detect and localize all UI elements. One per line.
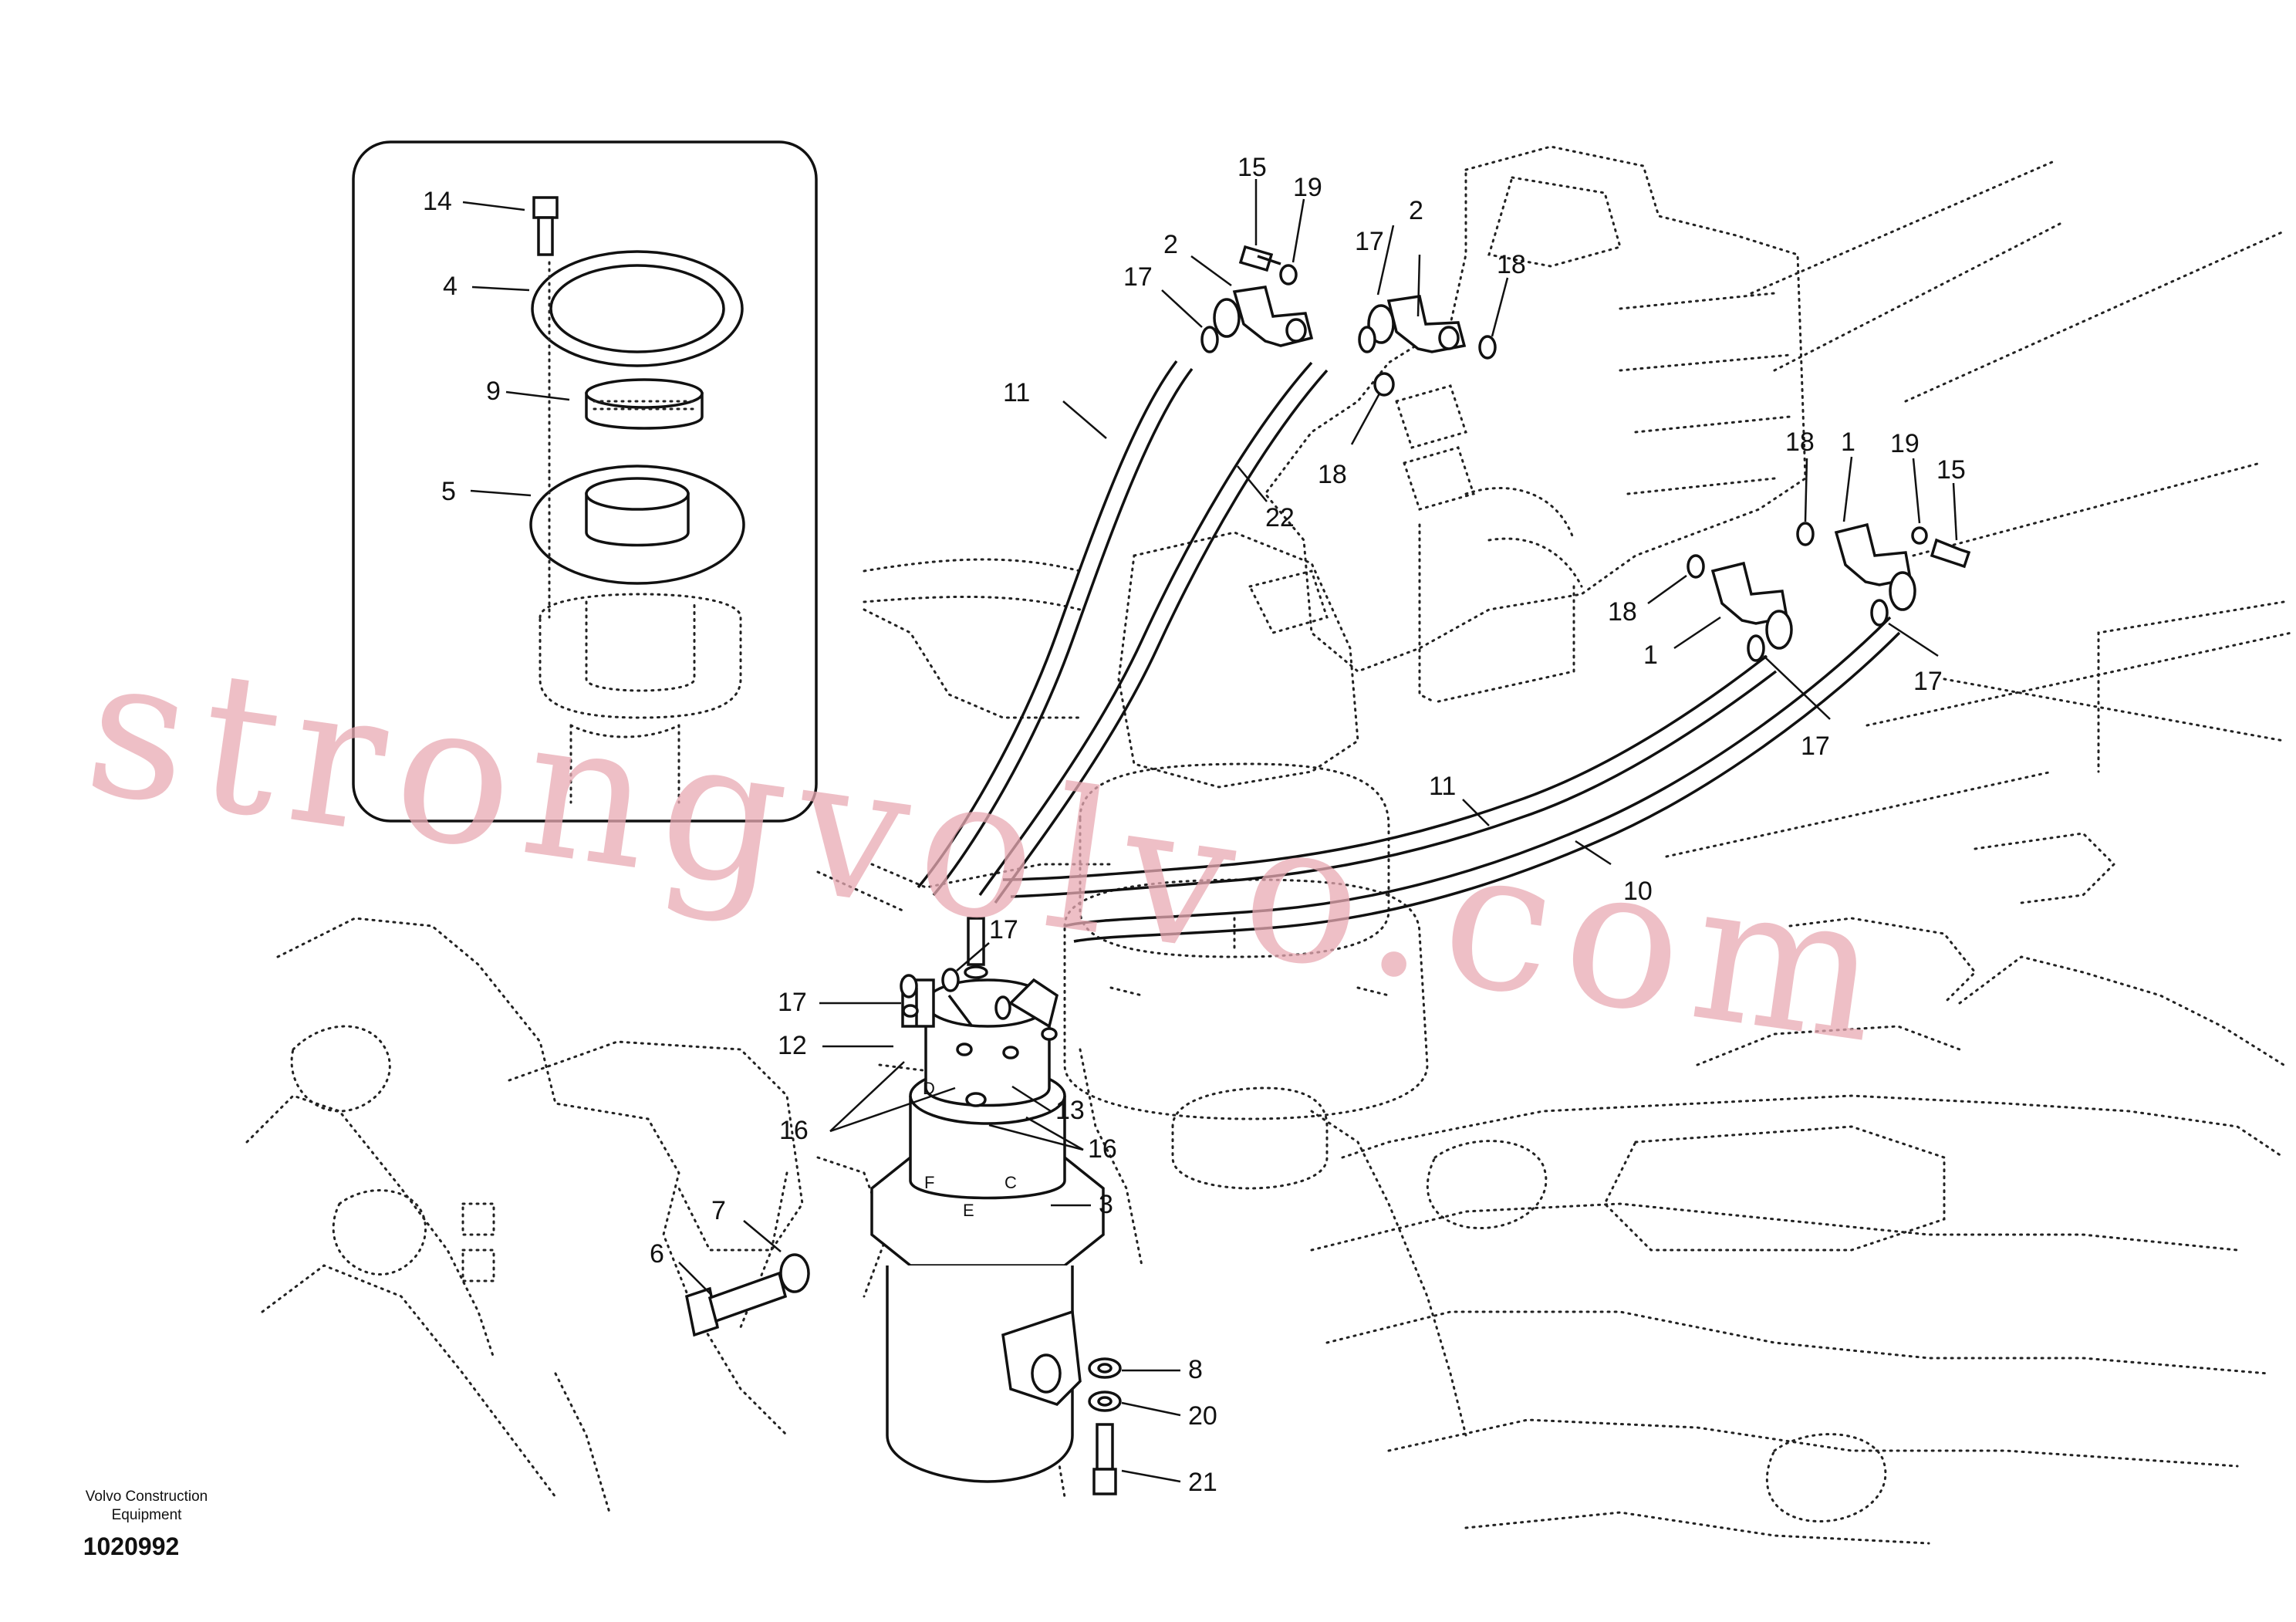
callout-10: 10	[1623, 877, 1653, 906]
callout-16-left: 16	[779, 1116, 809, 1145]
callout-17-right: 17	[1913, 667, 1943, 696]
callout-15-upper: 15	[1237, 153, 1267, 182]
callout-13: 13	[1055, 1096, 1085, 1125]
callout-18-upper: 18	[1497, 250, 1526, 279]
bolt-part-21	[1092, 1423, 1117, 1495]
inset-detail-box	[352, 140, 818, 823]
port-letter-d: D	[923, 1079, 935, 1098]
callout-18-right: 18	[1785, 427, 1815, 457]
callout-7: 7	[711, 1196, 726, 1225]
callout-3: 3	[1099, 1190, 1113, 1219]
callout-9: 9	[486, 377, 501, 406]
port-letter-f: F	[924, 1173, 934, 1192]
drawing-number: 1020992	[83, 1532, 180, 1560]
callout-6: 6	[650, 1239, 664, 1269]
callout-leader-lines	[462, 179, 1958, 1483]
company-name: Volvo Construction Equipment	[54, 1488, 239, 1525]
callout-17-upper-left: 17	[1123, 262, 1153, 292]
callout-5: 5	[441, 477, 456, 506]
callout-19-right: 19	[1890, 429, 1920, 458]
nut-part-7	[779, 1253, 810, 1293]
callout-17-upper-right: 17	[1355, 227, 1384, 256]
callout-8: 8	[1188, 1355, 1203, 1384]
upper-fittings	[1200, 245, 1971, 662]
callout-17-swivel-upper: 17	[989, 915, 1018, 944]
port-letter-e: E	[963, 1201, 974, 1220]
callout-18-mid: 18	[1318, 460, 1347, 489]
background-machine-outline	[245, 145, 2293, 1545]
callout-2-left: 2	[1163, 230, 1178, 259]
bolt-part-6	[684, 1271, 788, 1337]
seal-plate-part-4	[531, 250, 744, 367]
callout-18-lower: 18	[1608, 597, 1637, 627]
callout-17-swivel-left: 17	[778, 988, 807, 1017]
swivel-joint-part-3	[870, 917, 1105, 1483]
washer-part-8	[1088, 1357, 1122, 1379]
callout-1-lower: 1	[1643, 640, 1658, 670]
callout-15-right: 15	[1936, 455, 1966, 485]
company-name-line-1: Volvo Construction	[85, 1489, 208, 1505]
callout-22: 22	[1265, 503, 1295, 532]
callout-14: 14	[423, 187, 452, 216]
callout-17-lower-right: 17	[1801, 732, 1830, 761]
flange-part-5	[529, 465, 745, 585]
callout-11-upper: 11	[1003, 378, 1030, 407]
callout-12: 12	[778, 1031, 807, 1060]
company-name-line-2: Equipment	[111, 1507, 182, 1523]
bearing-part-9	[585, 378, 704, 430]
callout-16-right: 16	[1088, 1134, 1117, 1164]
washer-part-20	[1088, 1391, 1122, 1412]
callout-2-right: 2	[1409, 196, 1423, 225]
bolt-part-14	[532, 196, 559, 256]
port-letter-c: C	[1004, 1173, 1017, 1192]
callout-11-lower: 11	[1429, 772, 1456, 801]
callout-20: 20	[1188, 1401, 1217, 1431]
callout-19-upper: 19	[1293, 173, 1322, 202]
callout-21: 21	[1188, 1468, 1217, 1497]
callout-1-right: 1	[1841, 427, 1855, 457]
callout-labels: 14 4 9 5 15 19 2 2 17 17 18 11 22 18 18 …	[423, 153, 1966, 1497]
callout-4: 4	[443, 272, 458, 301]
hose-assemblies	[917, 360, 1901, 943]
